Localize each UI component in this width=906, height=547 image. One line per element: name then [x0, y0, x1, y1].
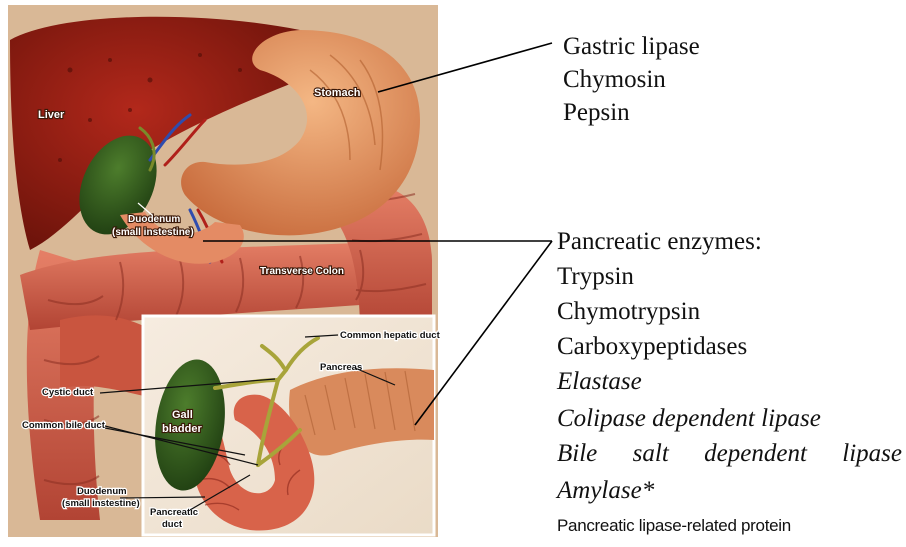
gastric-enzyme-item: Chymosin [563, 66, 666, 94]
label-common-bile-duct: Common bile duct [22, 420, 106, 431]
pancreatic-enzyme-item: Colipase dependent lipase [557, 405, 821, 433]
label-transverse-colon: Transverse Colon [260, 266, 344, 277]
label-gall-line1: Gall [172, 409, 193, 421]
label-liver: Liver [38, 109, 65, 121]
label-common-hepatic-duct: Common hepatic duct [340, 330, 441, 341]
label-pancreatic-duct-line1: Pancreatic [150, 507, 198, 518]
gastric-enzyme-item: Pepsin [563, 99, 630, 127]
label-duodenum-line2: (small instestine) [112, 227, 194, 238]
pancreatic-enzyme-item: Bile salt dependent lipase [557, 440, 902, 468]
pancreatic-enzymes-heading: Pancreatic enzymes: [557, 228, 762, 256]
pancreatic-enzyme-item: Elastase [557, 368, 642, 396]
label-cystic-duct: Cystic duct [42, 387, 94, 398]
label-pancreatic-duct-line2: duct [162, 519, 183, 530]
label-gall-line2: bladder [162, 423, 202, 435]
label-stomach: Stomach [314, 87, 361, 99]
label-inset-duodenum-line2: (small instestine) [62, 498, 140, 509]
pancreatic-enzyme-item: Trypsin [557, 263, 634, 291]
label-duodenum-line1: Duodenum [128, 214, 180, 225]
pancreatic-enzyme-item: Pancreatic lipase-related protein [557, 512, 791, 540]
pancreatic-enzyme-item: Amylase* [557, 477, 654, 505]
pancreatic-enzyme-item: Chymotrypsin [557, 298, 700, 326]
pancreatic-enzyme-item: Carboxypeptidases [557, 333, 747, 361]
gastric-enzyme-item: Gastric lipase [563, 33, 700, 61]
label-inset-duodenum-line1: Duodenum [77, 486, 127, 497]
label-pancreas: Pancreas [320, 362, 362, 373]
